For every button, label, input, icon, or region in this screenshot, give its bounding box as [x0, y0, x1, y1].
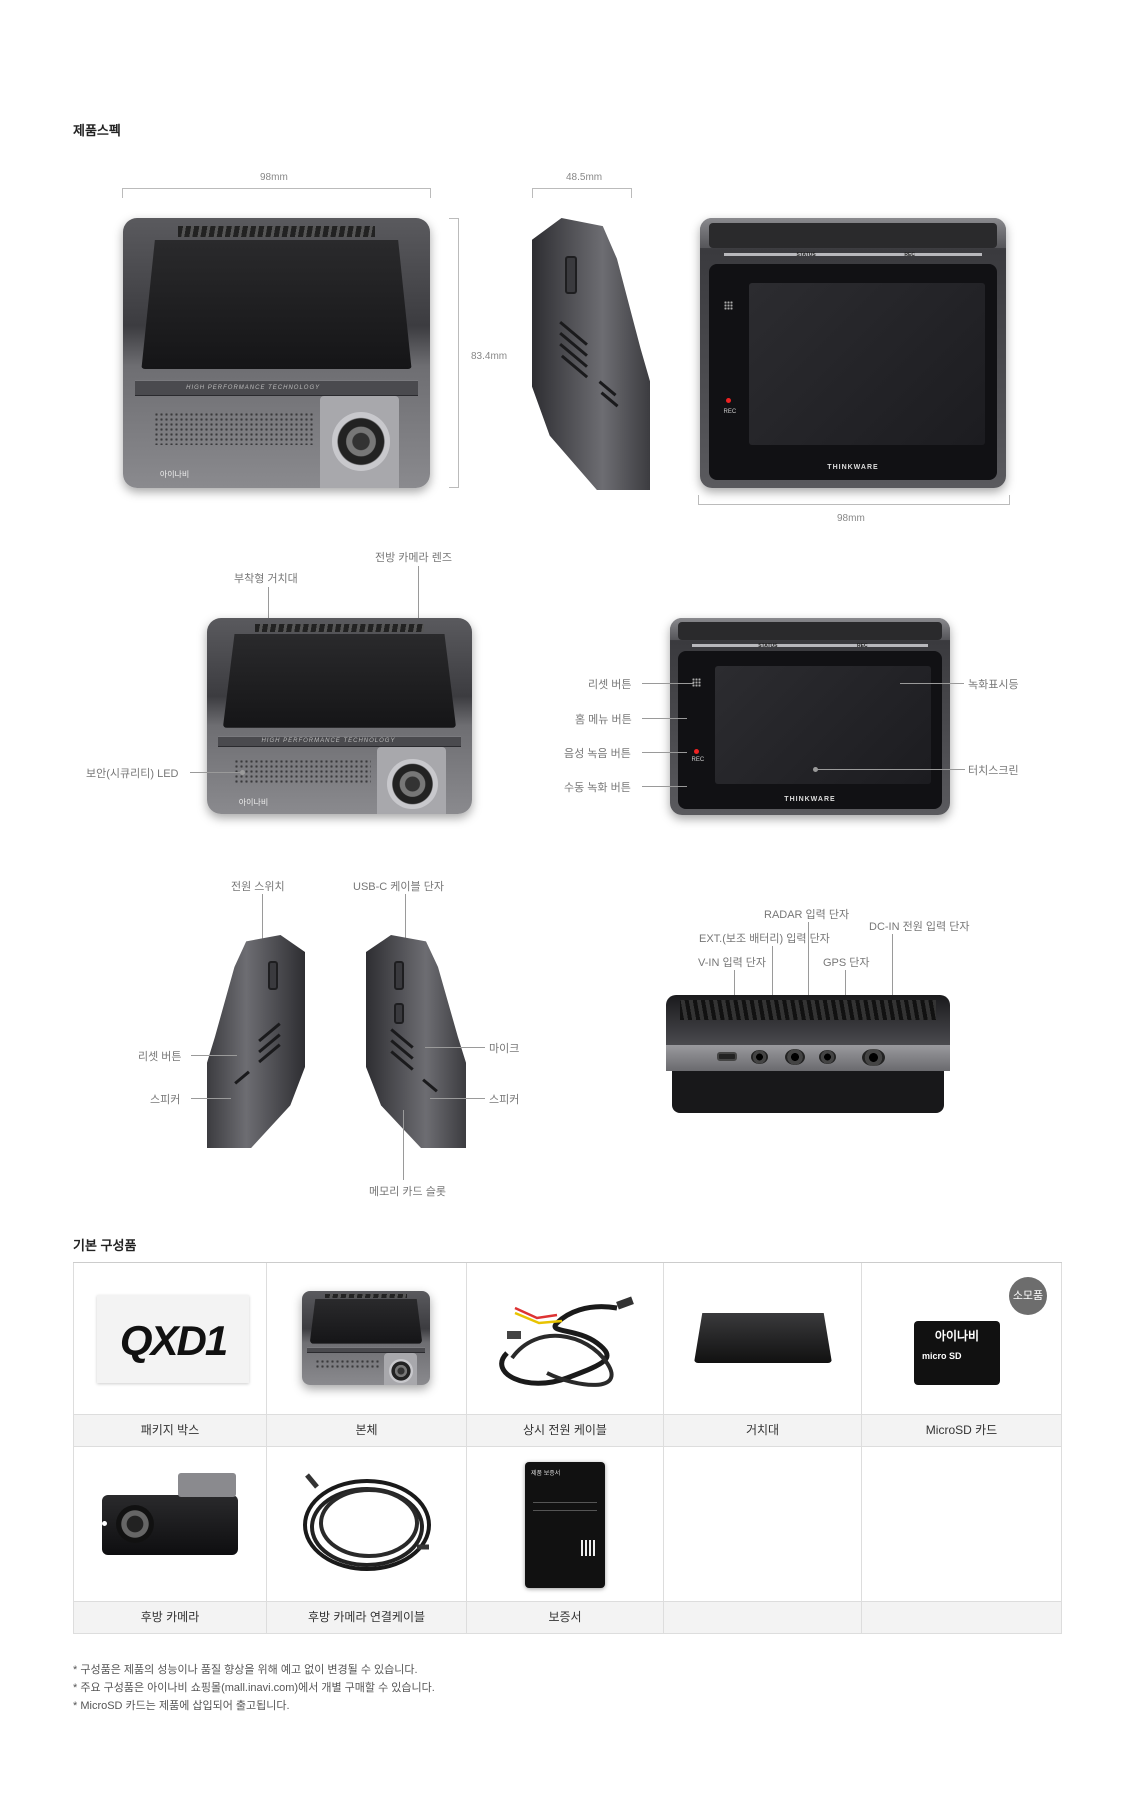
caption-main-unit: 본체	[267, 1415, 467, 1447]
caption-warranty: 보증서	[467, 1602, 664, 1634]
device-left-side	[207, 935, 305, 1148]
brand-logo: 아이나비	[159, 469, 190, 479]
notes: * 구성품은 제품의 성능이나 품질 향상을 위해 예고 없이 변경될 수 있습…	[73, 1661, 435, 1715]
vin-port-shape	[717, 1052, 737, 1062]
label-voice-record-button: 음성 녹음 버튼	[564, 748, 631, 760]
label-mic: 마이크	[489, 1043, 520, 1055]
touch-screen-surface	[749, 283, 986, 446]
caption-mount: 거치대	[664, 1415, 862, 1447]
label-speaker-left: 스피커	[150, 1094, 181, 1106]
label-dcin-port: DC-IN 전원 입력 단자	[869, 921, 970, 933]
note-item: * 주요 구성품은 아이나비 쇼핑몰(mall.inavi.com)에서 개별 …	[73, 1682, 435, 1694]
label-front-lens: 전방 카메라 렌즈	[375, 552, 452, 564]
dcin-port-shape	[861, 1048, 885, 1067]
label-usbc-port: USB-C 케이블 단자	[353, 881, 444, 893]
device-front-labeled: HIGH PERFORMANCE TECHNOLOGY 아이나비	[207, 618, 472, 814]
dim-line-back-width	[698, 495, 1010, 505]
consumable-badge: 소모품	[1009, 1277, 1047, 1315]
caption-empty-1	[664, 1602, 862, 1634]
label-reset-button-side: 리셋 버튼	[138, 1051, 182, 1063]
component-main-unit	[267, 1263, 467, 1415]
dim-line-side-depth	[532, 188, 632, 198]
label-memory-slot: 메모리 카드 슬롯	[369, 1186, 446, 1198]
dim-front-width: 98mm	[260, 172, 288, 183]
caption-rear-camera: 후방 카메라	[73, 1602, 267, 1634]
dim-height: 83.4mm	[471, 351, 508, 362]
label-ext-port: EXT.(보조 배터리) 입력 단자	[699, 933, 830, 945]
components-table: QXD1 아이나비 micro SD 소모품 패키지 박스 본체 상시 전원 케…	[73, 1262, 1062, 1634]
label-reset-button: 리셋 버튼	[588, 679, 632, 691]
note-item: * 구성품은 제품의 성능이나 품질 향상을 위해 예고 없이 변경될 수 있습…	[73, 1664, 418, 1676]
band-text: HIGH PERFORMANCE TECHNOLOGY	[186, 385, 321, 392]
component-empty-1	[664, 1447, 862, 1602]
component-empty-2	[862, 1447, 1062, 1602]
component-microsd: 아이나비 micro SD 소모품	[862, 1263, 1062, 1415]
label-record-indicator: 녹화표시등	[968, 679, 1019, 691]
spec-title: 제품스펙	[73, 123, 121, 138]
component-mount	[664, 1263, 862, 1415]
dim-line-height	[449, 218, 459, 488]
label-speaker-right: 스피커	[489, 1094, 520, 1106]
label-home-menu-button: 홈 메뉴 버튼	[575, 714, 632, 726]
component-power-cable	[467, 1263, 664, 1415]
radar-port-shape	[785, 1049, 806, 1066]
components-title: 기본 구성품	[73, 1238, 137, 1253]
label-security-led: 보안(시큐리티) LED	[86, 768, 179, 780]
ext-port-shape	[751, 1050, 769, 1065]
label-touch-screen: 터치스크린	[968, 765, 1019, 777]
dim-side-depth: 48.5mm	[566, 172, 603, 183]
device-side-view	[532, 218, 650, 490]
label-power-switch: 전원 스위치	[231, 881, 285, 893]
caption-microsd: MicroSD 카드	[862, 1415, 1062, 1447]
dim-line-front-width	[122, 188, 431, 198]
component-rear-camera	[73, 1447, 267, 1602]
gps-port-shape	[819, 1050, 837, 1065]
caption-rear-camera-cable: 후방 카메라 연결케이블	[267, 1602, 467, 1634]
label-vin-port: V-IN 입력 단자	[698, 957, 766, 969]
caption-package-box: 패키지 박스	[73, 1415, 267, 1447]
caption-power-cable: 상시 전원 케이블	[467, 1415, 664, 1447]
component-rear-camera-cable	[267, 1447, 467, 1602]
component-package-box: QXD1	[73, 1263, 267, 1415]
label-mount: 부착형 거치대	[234, 573, 298, 585]
caption-empty-2	[862, 1602, 1062, 1634]
label-radar-port: RADAR 입력 단자	[764, 909, 850, 921]
front-lens	[331, 412, 391, 471]
device-rear-ports	[666, 995, 950, 1113]
device-right-side	[366, 935, 466, 1148]
device-front-view: HIGH PERFORMANCE TECHNOLOGY 아이나비	[123, 218, 430, 488]
dim-back-width: 98mm	[837, 513, 865, 524]
label-manual-record-button: 수동 녹화 버튼	[564, 782, 631, 794]
label-gps-port: GPS 단자	[823, 957, 870, 969]
note-item: * MicroSD 카드는 제품에 삽입되어 출고됩니다.	[73, 1700, 290, 1712]
component-warranty: 제품 보증서	[467, 1447, 664, 1602]
